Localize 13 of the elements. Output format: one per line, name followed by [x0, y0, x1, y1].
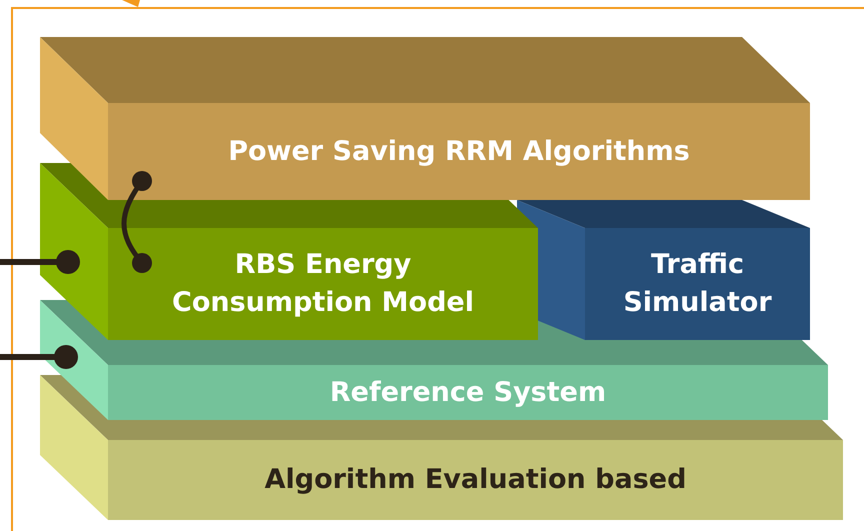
block-label: RBS Energy Consumption Model	[171, 248, 475, 320]
layer-block	[585, 228, 810, 340]
block-label: Traffic Simulator	[622, 248, 773, 320]
connector-line	[0, 345, 78, 369]
block-label: Algorithm Evaluation based	[264, 463, 686, 497]
layer-block	[108, 228, 538, 340]
connector-line	[122, 171, 152, 273]
layer-block	[108, 365, 828, 420]
block-label: Reference System	[330, 376, 606, 410]
block-label: Power Saving RRM Algorithms	[228, 134, 690, 168]
connector-line	[0, 250, 80, 274]
layer-block	[108, 103, 810, 200]
layer-block	[108, 440, 843, 520]
